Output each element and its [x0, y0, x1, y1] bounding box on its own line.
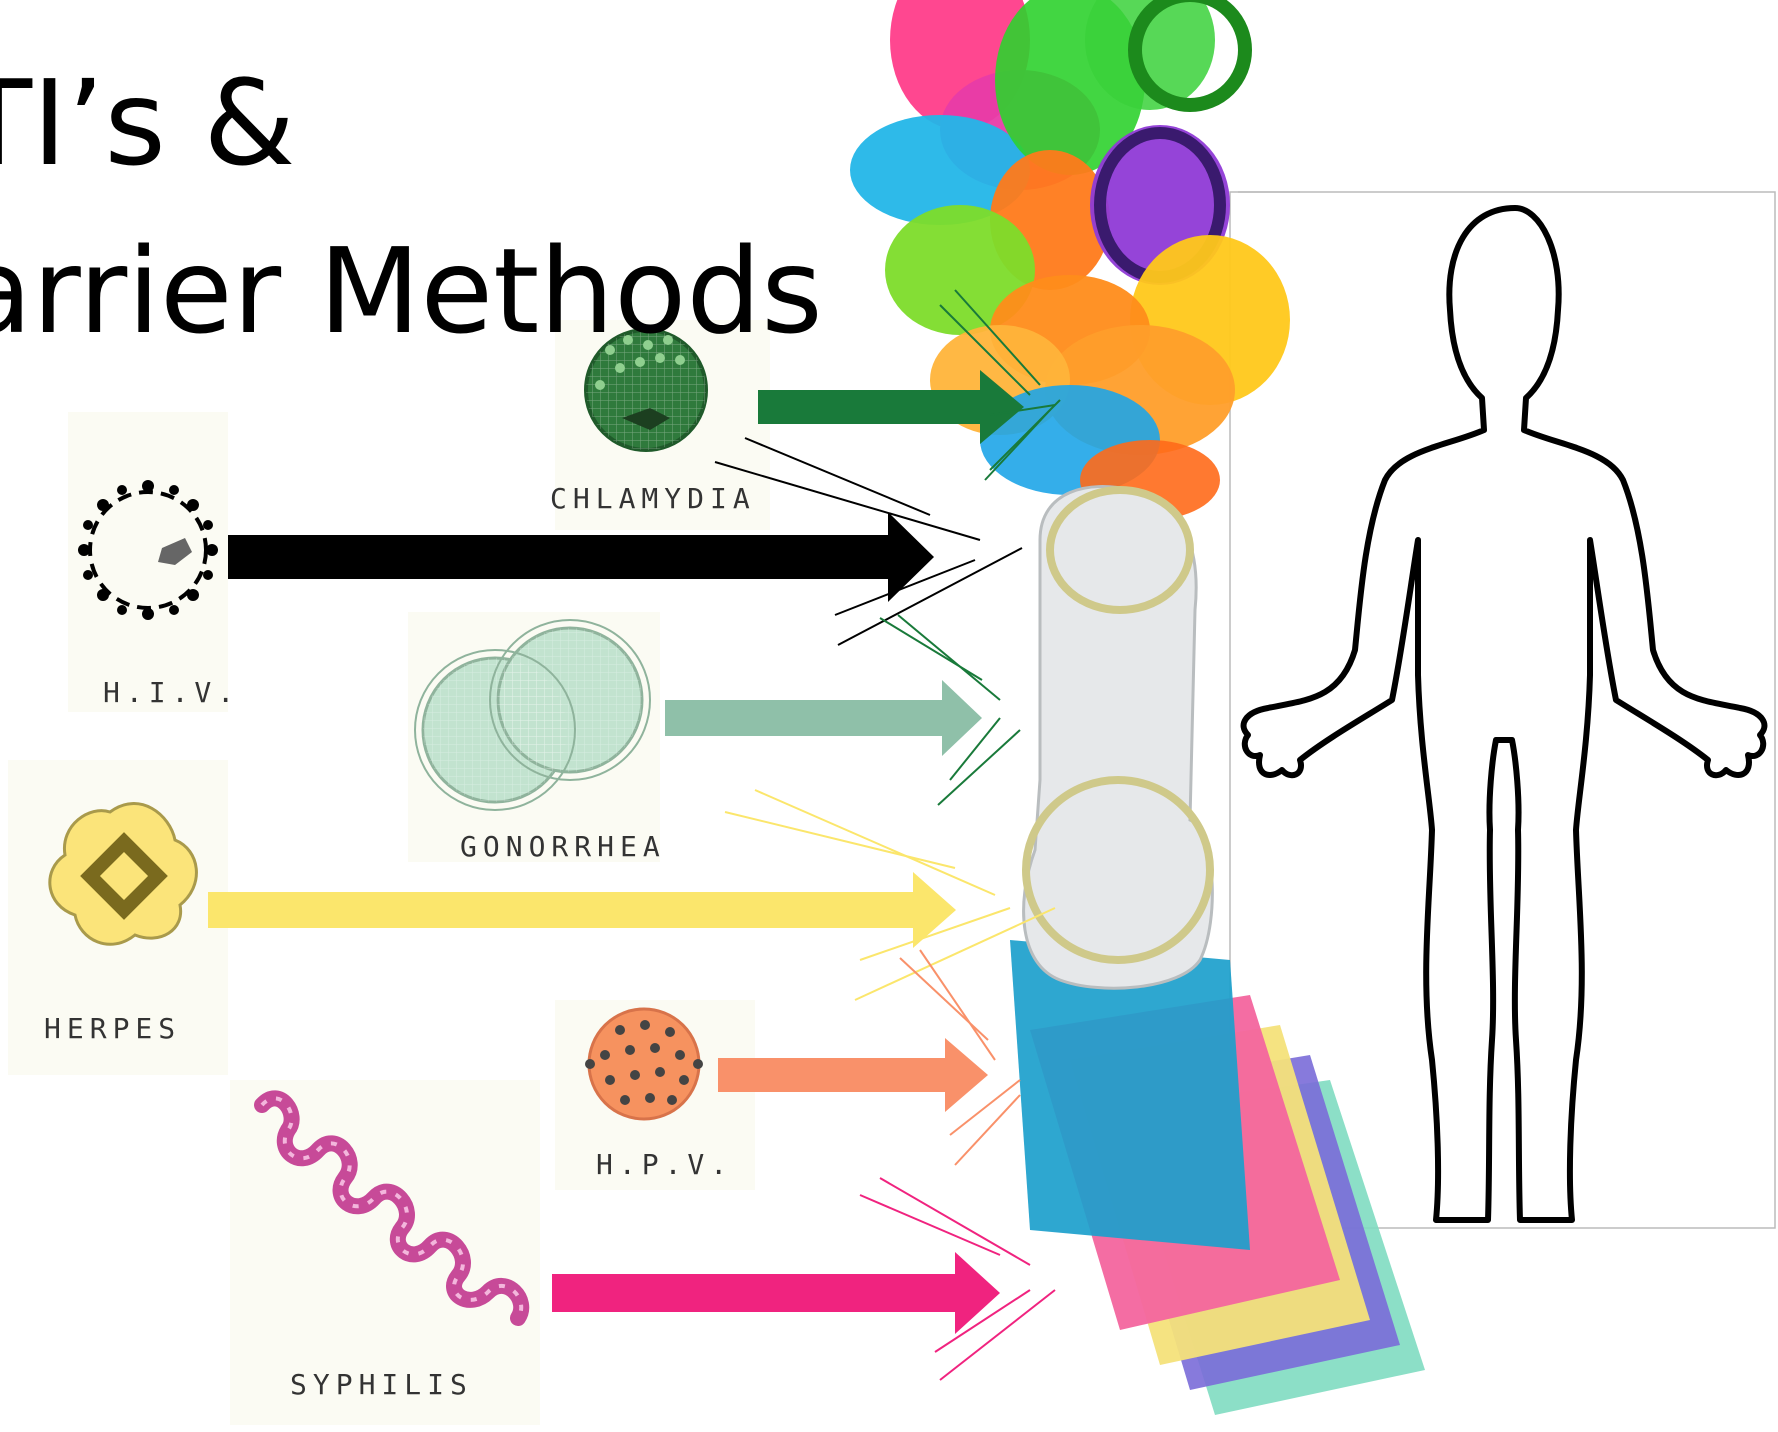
gonorrhea-deflection-lines — [879, 614, 1021, 806]
gonorrhea-arrow — [665, 680, 982, 756]
chlamydia-label: CHLAMYDIA — [550, 482, 756, 515]
hiv-deflection-lines — [714, 437, 1023, 646]
chlamydia-bacteria-icon — [584, 328, 708, 452]
syphilis-bacteria-icon — [254, 1090, 530, 1326]
syphilis-label: SYPHILIS — [290, 1368, 473, 1401]
slide-title-line-1: TI’s & — [0, 54, 296, 192]
hpv-label: H.P.V. — [596, 1148, 734, 1181]
dental-dams-image — [1010, 940, 1425, 1415]
hpv-arrow — [718, 1038, 988, 1112]
hiv-label: H.I.V. — [103, 676, 241, 709]
female-condom-image — [1022, 485, 1214, 990]
syphilis-deflection-lines — [859, 1177, 1056, 1381]
hiv-arrow — [228, 512, 934, 602]
card-hiv — [68, 412, 228, 712]
chlamydia-deflection-lines — [939, 289, 1061, 481]
syphilis-arrow — [552, 1252, 1000, 1334]
gonorrhea-bacteria-icon — [414, 619, 651, 811]
hpv-virus-icon — [585, 1007, 703, 1121]
chlamydia-arrow — [758, 370, 1024, 444]
herpes-label: HERPES — [44, 1012, 182, 1045]
herpes-deflection-lines — [724, 789, 1056, 1001]
herpes-virus-icon — [48, 802, 198, 946]
hpv-deflection-lines — [899, 949, 1021, 1166]
slide-title-line-2: arrier Methods — [0, 222, 823, 360]
hiv-virus-icon — [78, 480, 218, 620]
herpes-arrow — [208, 872, 956, 948]
human-body-outline — [1240, 205, 1768, 1223]
gonorrhea-label: GONORRHEA — [460, 830, 666, 863]
